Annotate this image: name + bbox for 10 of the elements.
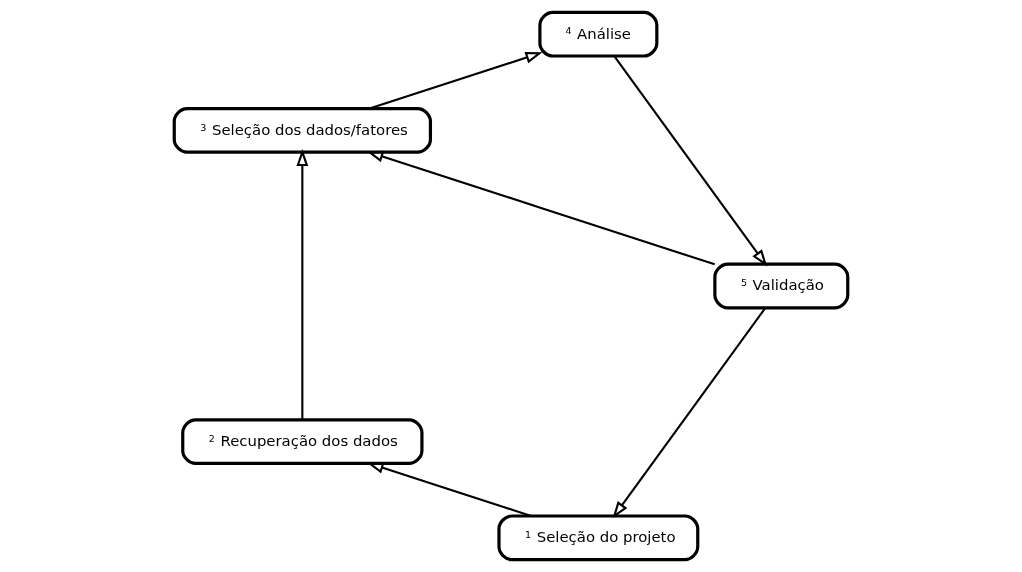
arrow — [613, 55, 768, 267]
arrow — [612, 307, 767, 519]
arrow — [366, 150, 716, 266]
node-box: 1 Seleção do projeto — [497, 514, 700, 562]
node-box: 3 Seleção dos dados/fatores — [172, 107, 433, 154]
node-box: 5 Validação — [713, 262, 850, 310]
arrow — [369, 51, 543, 110]
node-box: 4 Análise — [538, 10, 659, 58]
node-box: 2 Recuperação dos dados — [181, 418, 424, 465]
arrow — [296, 149, 309, 420]
